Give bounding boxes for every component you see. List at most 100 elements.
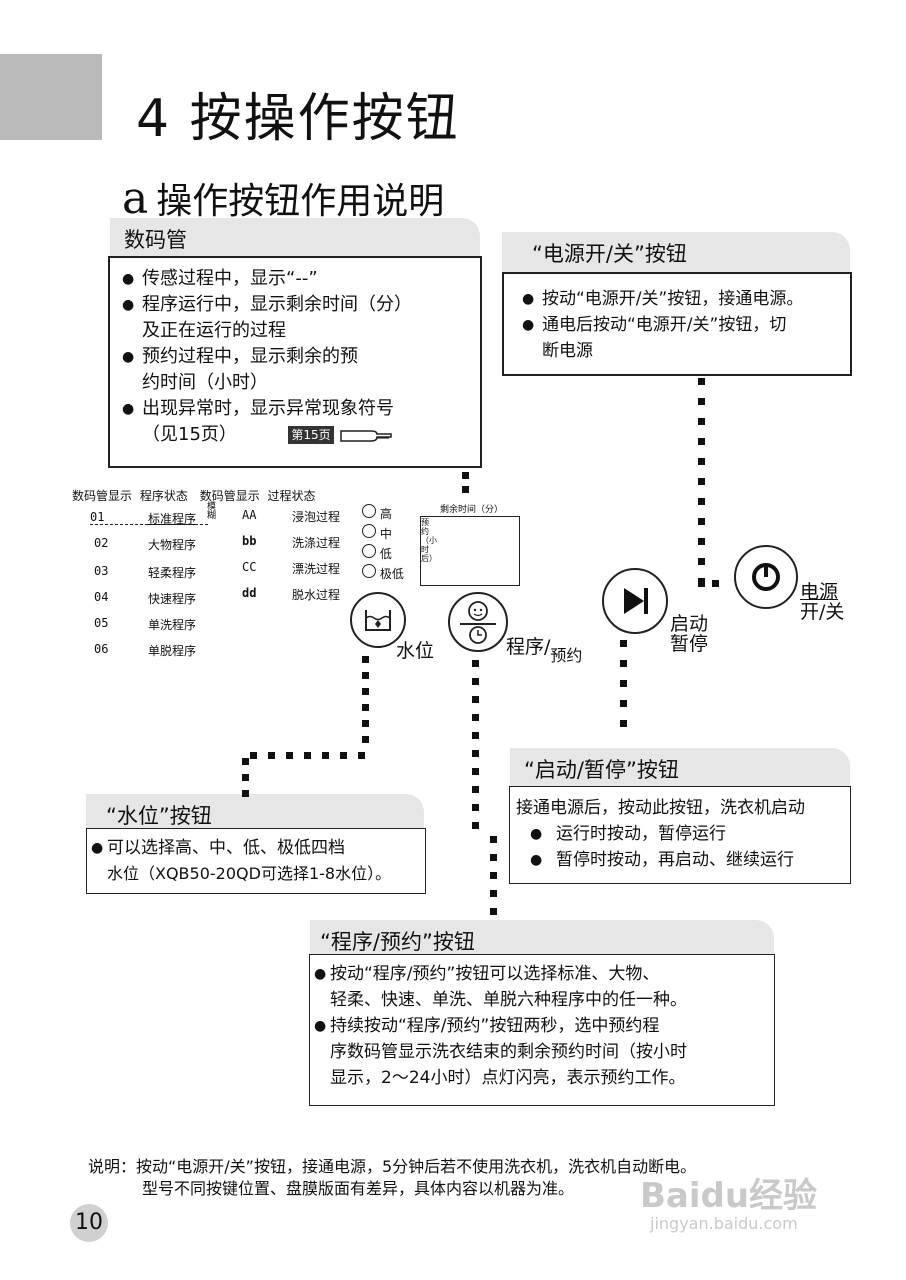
water-level-label: 极低 bbox=[379, 567, 404, 581]
connector-dot bbox=[472, 678, 479, 685]
process-name: 脱水过程 bbox=[292, 588, 341, 602]
power-button[interactable] bbox=[734, 545, 798, 609]
program-section-header: “程序/预约”按钮 bbox=[310, 920, 774, 958]
program-section-box: 按动“程序/预约”按钮可以选择标准、大物、 轻柔、快速、单洗、单脱六种程序中的任… bbox=[309, 954, 775, 1106]
water-level-lamp bbox=[362, 544, 376, 558]
connector-dot bbox=[472, 732, 479, 739]
connector-dot bbox=[490, 854, 497, 861]
connector-dot bbox=[490, 836, 497, 843]
program-line: 序数码管显示洗衣结束的剩余预约时间（按小时 bbox=[330, 1042, 687, 1062]
connector-dot bbox=[698, 418, 705, 425]
program-button-label-b: 预约 bbox=[550, 646, 583, 665]
connector-dot bbox=[698, 558, 705, 565]
subtitle-letter: a bbox=[122, 173, 149, 224]
program-line: 显示，2～24小时）点灯闪亮，表示预约工作。 bbox=[330, 1068, 686, 1088]
connector-dot bbox=[472, 786, 479, 793]
water-level-lamp bbox=[362, 504, 376, 518]
panel-headers: 数码管显示 程序状态 数码管显示 过程状态 bbox=[72, 487, 372, 504]
power-button-label-b: 开/关 bbox=[800, 601, 845, 623]
connector-dot bbox=[242, 758, 249, 765]
connector-dot bbox=[362, 688, 369, 695]
page-number: 10 bbox=[70, 1204, 108, 1242]
start-pause-button[interactable] bbox=[602, 568, 668, 634]
program-reserve-button[interactable] bbox=[448, 592, 508, 652]
display-line: 预约过程中，显示剩余的预 bbox=[122, 344, 470, 370]
program-reserve-icon bbox=[460, 601, 496, 644]
connector-dot bbox=[712, 580, 719, 587]
start-section-box: 接通电源后，按动此按钮，洗衣机启动 运行时按动，暂停运行 暂停时按动，再启动、继… bbox=[509, 786, 851, 884]
connector-dot bbox=[472, 660, 479, 667]
water-button-label: 水位 bbox=[396, 640, 435, 662]
connector-dot bbox=[472, 750, 479, 757]
connector-dot bbox=[362, 656, 369, 663]
connector-dot bbox=[472, 804, 479, 811]
water-level-indicators: 高 中 低 极低 bbox=[362, 504, 404, 584]
program-underline bbox=[90, 524, 208, 525]
water-section-header: “水位”按钮 bbox=[86, 794, 424, 830]
connector-dot bbox=[698, 438, 705, 445]
start-line: 暂停时按动，再启动、继续运行 bbox=[530, 847, 846, 873]
connector-dot bbox=[490, 890, 497, 897]
display-line: （见15页） 第15页 bbox=[122, 422, 470, 448]
connector-dot bbox=[304, 752, 311, 759]
display-line: 约时间（小时） bbox=[142, 372, 268, 393]
fuzzy-label: 模糊 bbox=[207, 502, 217, 521]
connector-dot bbox=[362, 672, 369, 679]
connector-dot bbox=[490, 908, 497, 915]
footer-note-line1: 说明：按动“电源开/关”按钮，接通电源，5分钟后若不使用洗衣机，洗衣机自动断电。 bbox=[88, 1157, 697, 1176]
display-line: 出现异常时，显示异常现象符号 bbox=[122, 396, 470, 422]
display-line: 及正在运行的过程 bbox=[142, 320, 286, 341]
program-line: 持续按动“程序/预约”按钮两秒，选中预约程 bbox=[314, 1013, 770, 1039]
connector-dot bbox=[698, 518, 705, 525]
panel-header: 数码管显示 bbox=[199, 489, 260, 503]
start-button-label-b: 暂停 bbox=[670, 633, 709, 655]
footer-note-line2: 型号不同按键位置、盘膜版面有差异，具体内容以机器为准。 bbox=[142, 1179, 575, 1198]
connector-dot bbox=[490, 872, 497, 879]
water-tub-icon bbox=[365, 610, 391, 631]
connector-dot bbox=[268, 752, 275, 759]
connector-dot bbox=[472, 822, 479, 829]
water-level-button[interactable] bbox=[350, 592, 406, 648]
connector-dot bbox=[358, 752, 365, 759]
start-button-label: 启动 暂停 bbox=[670, 614, 708, 654]
panel-header: 程序状态 bbox=[139, 489, 188, 503]
program-code: 02 bbox=[94, 536, 109, 550]
connector-dot bbox=[462, 486, 469, 493]
panel-header: 数码管显示 bbox=[72, 489, 133, 503]
power-button-label: 电源 开/关 bbox=[800, 582, 844, 622]
process-name: 浸泡过程 bbox=[292, 510, 341, 524]
connector-dot bbox=[472, 714, 479, 721]
connector-dot bbox=[362, 704, 369, 711]
display-line: 程序运行中，显示剩余时间（分） bbox=[122, 292, 470, 318]
water-line: 水位（XQB50-20QD可选择1-8水位）。 bbox=[107, 864, 392, 883]
power-section-box: 按动“电源开/关”按钮，接通电源。 通电后按动“电源开/关”按钮，切 断电源 bbox=[502, 272, 852, 376]
connector-dot bbox=[362, 736, 369, 743]
connector-dot bbox=[698, 538, 705, 545]
connector-dot bbox=[620, 700, 627, 707]
water-section-box: 可以选择高、中、低、极低四档 水位（XQB50-20QD可选择1-8水位）。 bbox=[86, 828, 426, 894]
display-line: 传感过程中，显示“--” bbox=[122, 266, 470, 292]
start-button-label-a: 启动 bbox=[670, 613, 709, 635]
program-name: 快速程序 bbox=[148, 592, 197, 606]
connector-dot bbox=[462, 472, 469, 479]
power-section-header: “电源开/关”按钮 bbox=[502, 232, 850, 274]
connector-dot bbox=[242, 790, 249, 797]
connector-dot bbox=[322, 752, 329, 759]
program-code: 01 bbox=[90, 510, 105, 524]
power-button-label-a: 电源 bbox=[800, 581, 839, 603]
start-section-header: “启动/暂停”按钮 bbox=[510, 748, 850, 788]
power-line: 断电源 bbox=[542, 341, 593, 361]
power-line: 按动“电源开/关”按钮，接通电源。 bbox=[522, 286, 844, 312]
connector-dot bbox=[340, 752, 347, 759]
program-name: 标准程序 bbox=[148, 512, 197, 526]
watermark-url: jingyan.baidu.com bbox=[650, 1214, 798, 1233]
connector-dot bbox=[242, 774, 249, 781]
connector-dot bbox=[698, 378, 705, 385]
water-level-label: 中 bbox=[379, 527, 392, 541]
water-level-label: 高 bbox=[379, 507, 392, 521]
program-name: 单洗程序 bbox=[148, 618, 197, 632]
connector-dot bbox=[286, 752, 293, 759]
power-icon bbox=[752, 563, 780, 591]
connector-dot bbox=[362, 720, 369, 727]
start-line: 运行时按动，暂停运行 bbox=[530, 821, 846, 847]
